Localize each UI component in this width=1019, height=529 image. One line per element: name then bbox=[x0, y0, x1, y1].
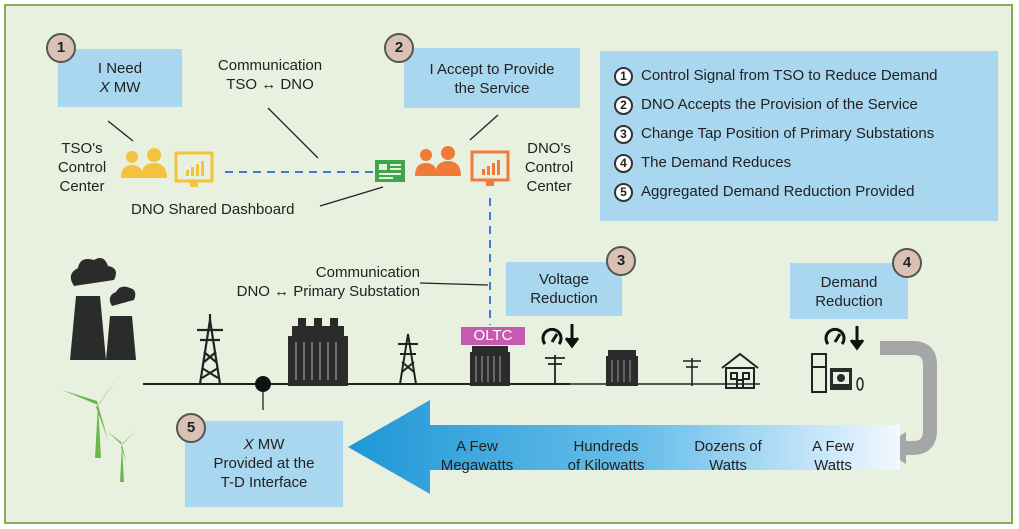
step5-line1: X MW bbox=[243, 436, 285, 453]
oltc-label: OLTC bbox=[461, 327, 525, 345]
comm-tso-dno-label: Communication TSO ↔ DNO bbox=[217, 57, 323, 93]
legend-item: 3 Change Tap Position of Primary Substati… bbox=[614, 122, 934, 146]
step3-line1: Voltage bbox=[538, 271, 590, 288]
meter-icon bbox=[541, 324, 580, 349]
house-icon bbox=[721, 352, 759, 389]
dashboard-icon bbox=[375, 160, 405, 182]
leader-comm-tso bbox=[267, 107, 319, 159]
legend-text: Change Tap Position of Primary Substatio… bbox=[641, 125, 935, 142]
comm-dno-sub-label: Communication DNO ↔ Primary Substation bbox=[236, 264, 420, 300]
step5-badge: 5 bbox=[176, 413, 206, 443]
transmission-tower-small-icon bbox=[398, 333, 418, 385]
step2-line2: the Service bbox=[454, 80, 530, 97]
step4-badge: 4 bbox=[892, 248, 922, 278]
step2-badge: 2 bbox=[384, 33, 414, 63]
tso-people-icon bbox=[121, 148, 167, 178]
leader-dashboard bbox=[319, 186, 384, 207]
legend-text: The Demand Reduces bbox=[641, 154, 792, 171]
step5-box: X MW Provided at the T-D Interface bbox=[185, 421, 343, 507]
td-interface-node bbox=[255, 376, 271, 392]
legend-item: 5 Aggregated Demand Reduction Provided bbox=[614, 180, 915, 204]
legend-number: 1 bbox=[614, 66, 633, 86]
step1-box: I Need X MW bbox=[58, 49, 182, 107]
distribution-transformer-icon bbox=[606, 350, 638, 386]
transformer-icon bbox=[288, 318, 348, 386]
power-plant-icon bbox=[70, 258, 136, 360]
step4-line1: Demand bbox=[820, 274, 878, 291]
dno-monitor-icon bbox=[470, 150, 510, 186]
legend-number: 4 bbox=[614, 153, 633, 173]
step2-line1: I Accept to Provide bbox=[429, 61, 555, 78]
oltc-transformer-icon bbox=[470, 346, 510, 386]
legend-box: 1 Control Signal from TSO to Reduce Deman… bbox=[600, 51, 998, 221]
legend-text: DNO Accepts the Provision of the Service bbox=[641, 96, 918, 113]
legend-number: 3 bbox=[614, 124, 633, 144]
tso-monitor-icon bbox=[174, 151, 214, 187]
legend-number: 2 bbox=[614, 95, 633, 115]
pole-2-icon bbox=[683, 358, 701, 386]
legend-text: Aggregated Demand Reduction Provided bbox=[641, 183, 915, 200]
step2-box: I Accept to Provide the Service bbox=[404, 48, 580, 108]
step3-box: Voltage Reduction bbox=[506, 262, 622, 316]
step5-line3: T-D Interface bbox=[220, 474, 308, 491]
pole-icon bbox=[545, 355, 565, 384]
step1-line2: X MW bbox=[99, 79, 141, 96]
step1-line1: I Need bbox=[97, 60, 143, 77]
step4-box: Demand Reduction bbox=[790, 263, 908, 319]
dashboard-label: DNO Shared Dashboard bbox=[131, 201, 295, 218]
legend-item: 4 The Demand Reduces bbox=[614, 151, 791, 175]
leader-s2 bbox=[469, 114, 499, 141]
tso-center-label: TSO's Control Center bbox=[57, 140, 107, 195]
leader-s1 bbox=[107, 120, 134, 142]
wind-turbine-icon bbox=[62, 374, 136, 482]
appliances-icon bbox=[811, 353, 864, 393]
demand-flow-arrow bbox=[348, 400, 900, 494]
leader-comm-sub bbox=[419, 282, 489, 286]
step1-badge: 1 bbox=[46, 33, 76, 63]
step3-badge: 3 bbox=[606, 246, 636, 276]
step4-line2: Reduction bbox=[815, 293, 883, 310]
legend-item: 1 Control Signal from TSO to Reduce Deman… bbox=[614, 64, 938, 88]
step5-line2: Provided at the bbox=[213, 455, 315, 472]
legend-text: Control Signal from TSO to Reduce Demand bbox=[641, 67, 938, 84]
demand-meter-icon bbox=[824, 326, 865, 351]
dno-center-label: DNO's Control Center bbox=[524, 140, 574, 195]
return-arrow-icon bbox=[880, 341, 937, 455]
dno-people-icon bbox=[415, 146, 461, 176]
legend-item: 2 DNO Accepts the Provision of the Servic… bbox=[614, 93, 918, 117]
transmission-tower-icon bbox=[197, 314, 223, 385]
legend-number: 5 bbox=[614, 182, 633, 202]
step3-line2: Reduction bbox=[530, 290, 598, 307]
